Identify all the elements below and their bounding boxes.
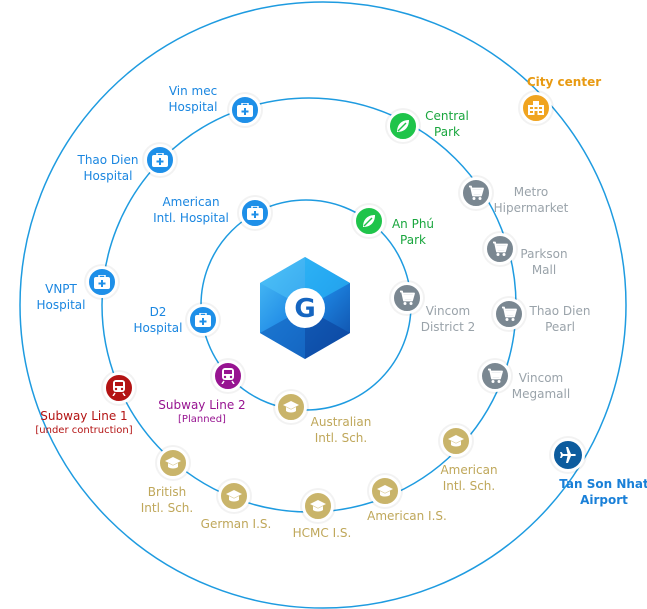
label-line: Intl. Hospital: [153, 211, 229, 225]
place-label-australian-intl-sch: Australian Intl. Sch.: [303, 414, 379, 446]
label-line: An Phú: [391, 217, 435, 231]
label-line: City center: [526, 75, 602, 89]
place-label-american-is: American I.S.: [362, 508, 452, 524]
label-line: Hipermarket: [493, 201, 569, 215]
hospital-icon[interactable]: [239, 197, 271, 229]
place-label-vinmec-hospital: Vin mec Hospital: [163, 83, 223, 115]
label-line: Vincom: [425, 304, 471, 318]
label-line: German I.S.: [200, 517, 272, 531]
place-label-american-intl-sch: American Intl. Sch.: [434, 462, 504, 494]
label-line: VNPT: [45, 282, 77, 296]
label-line: Pearl: [545, 320, 575, 334]
label-line: Hospital: [36, 298, 86, 312]
place-label-thao-dien-pearl: Thao Dien Pearl: [525, 303, 595, 335]
shopping-cart-icon[interactable]: [391, 282, 423, 314]
label-line: Central: [425, 109, 469, 123]
shopping-cart-icon[interactable]: [484, 233, 516, 265]
logo-letter: G: [294, 294, 315, 324]
center-logo: G: [260, 257, 350, 359]
label-line: Park: [400, 233, 426, 247]
hospital-icon[interactable]: [187, 304, 219, 336]
graduation-cap-icon[interactable]: [302, 490, 334, 522]
leaf-icon[interactable]: [353, 205, 385, 237]
label-line: Intl. Sch.: [314, 431, 368, 445]
label-line: District 2: [420, 320, 476, 334]
label-line: Tan Son Nhat: [559, 477, 647, 491]
label-line: Megamall: [511, 387, 571, 401]
place-label-tan-son-nhat-airport: Tan Son Nhat Airport: [554, 476, 647, 508]
label-line: Vin mec: [168, 84, 218, 98]
shopping-cart-icon[interactable]: [460, 177, 492, 209]
label-line: Hospital: [168, 100, 218, 114]
label-line: Subway Line 2: [158, 398, 246, 412]
label-line: Park: [434, 125, 460, 139]
shopping-cart-icon[interactable]: [479, 360, 511, 392]
hospital-icon[interactable]: [144, 144, 176, 176]
city-building-icon[interactable]: [520, 92, 552, 124]
airplane-icon[interactable]: [551, 438, 585, 472]
place-label-american-intl-hospital: American Intl. Hospital: [148, 194, 234, 226]
subway-icon[interactable]: [212, 360, 244, 392]
label-line: Parkson: [520, 247, 568, 261]
label-line: Vincom: [518, 371, 564, 385]
place-label-vincom-megamall: Vincom Megamall: [508, 370, 574, 402]
label-line: D2: [149, 305, 167, 319]
label-line: [under contruction]: [35, 425, 133, 436]
place-label-vincom-district-2: Vincom District 2: [416, 303, 480, 335]
label-line: Hospital: [83, 169, 133, 183]
place-label-hcmc-is: HCMC I.S.: [284, 525, 360, 541]
place-label-thao-dien-hospital: Thao Dien Hospital: [72, 152, 144, 184]
place-label-british-intl-sch: British Intl. Sch.: [134, 484, 200, 516]
label-line: Thao Dien: [529, 304, 591, 318]
label-line: Airport: [580, 493, 628, 507]
label-line: Subway Line 1: [40, 409, 128, 423]
label-line: Australian: [310, 415, 372, 429]
label-line: [Planned]: [178, 414, 226, 425]
place-label-subway-line-1: Subway Line 1 [under contruction]: [28, 408, 140, 437]
hospital-icon[interactable]: [86, 266, 118, 298]
hospital-icon[interactable]: [229, 94, 261, 126]
label-line: Mall: [531, 263, 557, 277]
outer-ring: [19, 1, 627, 609]
label-line: American: [162, 195, 220, 209]
label-line: American I.S.: [367, 509, 447, 523]
place-label-german-is: German I.S.: [196, 516, 276, 532]
place-label-city-center: City center: [518, 74, 610, 90]
place-label-central-park: Central Park: [420, 108, 474, 140]
place-label-parkson-mall: Parkson Mall: [515, 246, 573, 278]
graduation-cap-icon[interactable]: [440, 425, 472, 457]
shopping-cart-icon[interactable]: [493, 298, 525, 330]
label-line: Intl. Sch.: [140, 501, 194, 515]
label-line: Intl. Sch.: [442, 479, 496, 493]
label-line: American: [440, 463, 498, 477]
place-label-metro-hipermarket: Metro Hipermarket: [491, 184, 571, 216]
label-line: British: [147, 485, 187, 499]
graduation-cap-icon[interactable]: [275, 391, 307, 423]
leaf-icon[interactable]: [387, 110, 419, 142]
label-line: Hospital: [133, 321, 183, 335]
label-line: HCMC I.S.: [292, 526, 352, 540]
graduation-cap-icon[interactable]: [369, 475, 401, 507]
label-line: Metro: [513, 185, 549, 199]
place-label-d2-hospital: D2 Hospital: [128, 304, 188, 336]
graduation-cap-icon[interactable]: [157, 447, 189, 479]
graduation-cap-icon[interactable]: [218, 480, 250, 512]
place-label-subway-line-2: Subway Line 2 [Planned]: [152, 397, 252, 426]
place-label-vnpt-hospital: VNPT Hospital: [28, 281, 94, 313]
label-line: Thao Dien: [77, 153, 139, 167]
subway-icon[interactable]: [103, 372, 135, 404]
place-label-an-phu-park: An Phú Park: [386, 216, 440, 248]
